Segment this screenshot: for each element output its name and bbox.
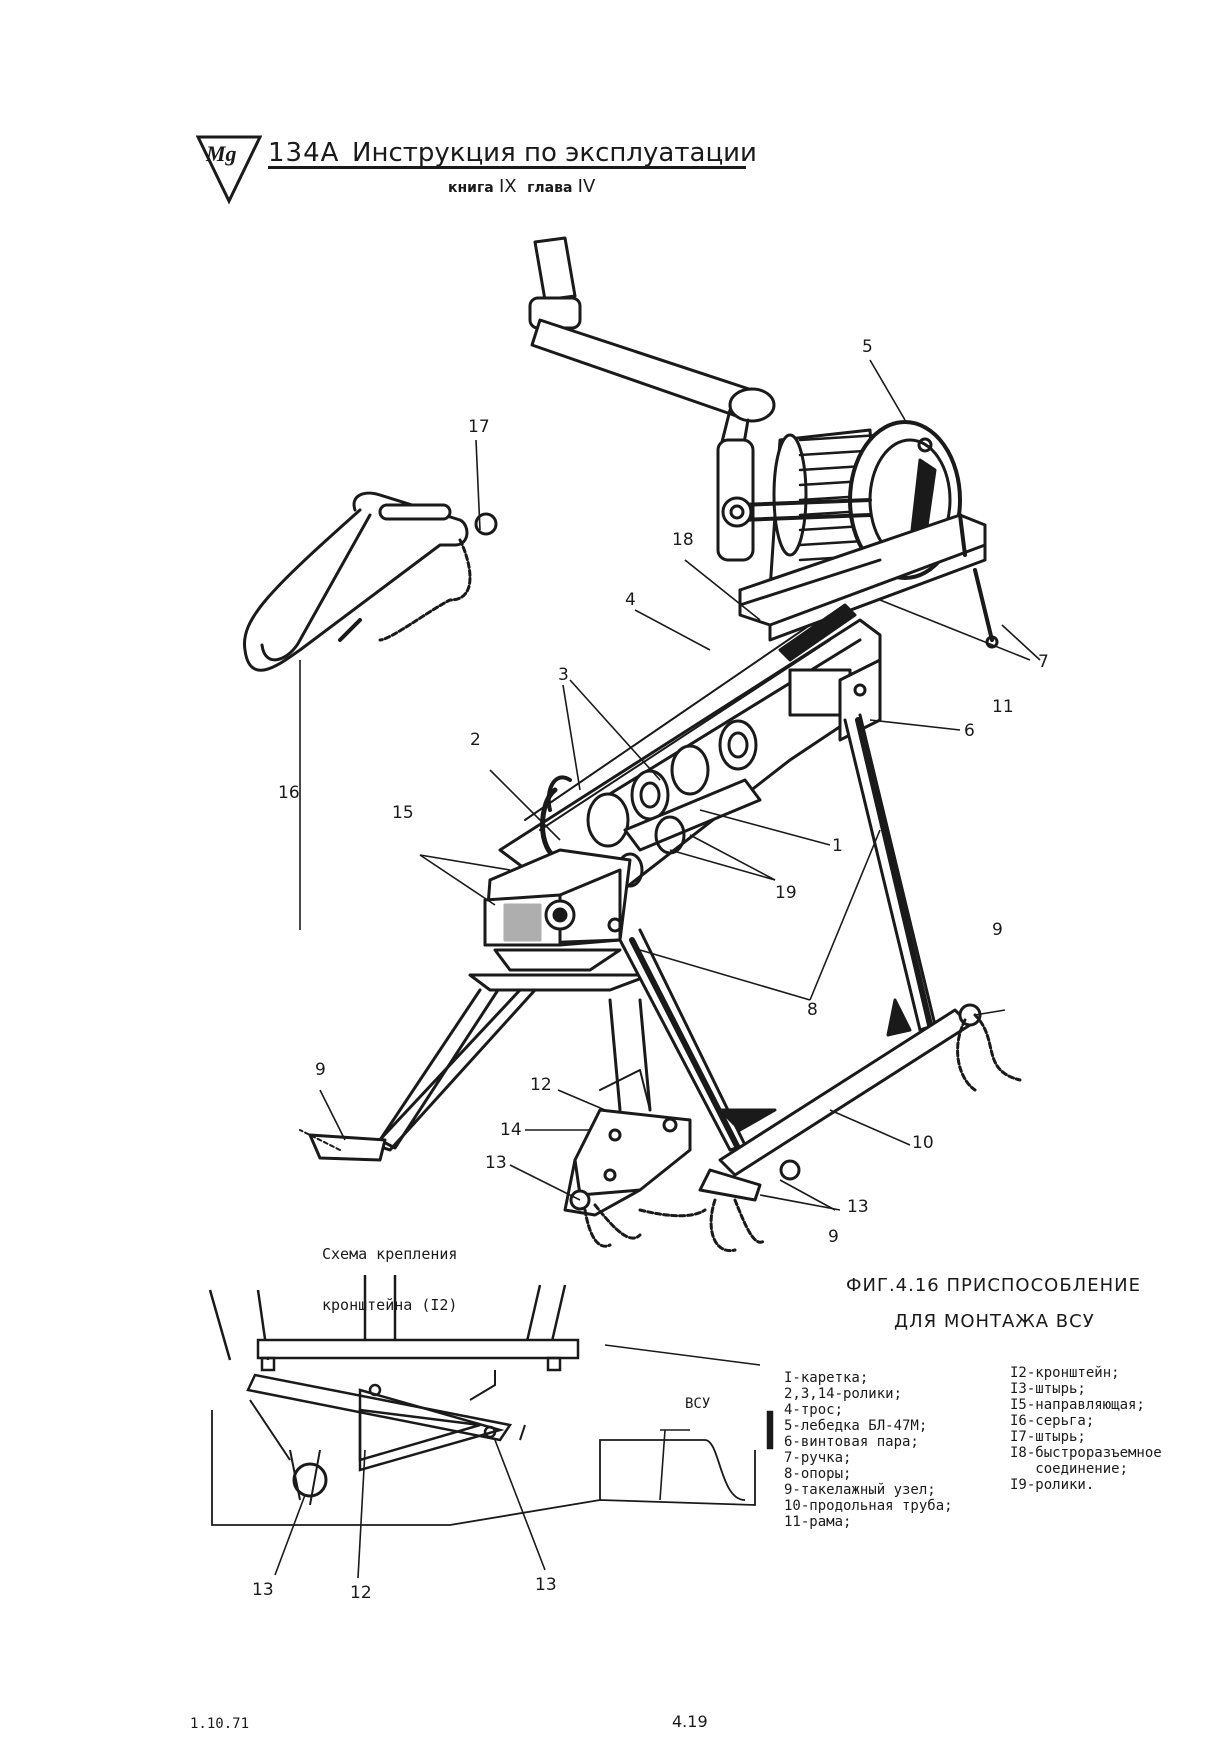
header-rule: [268, 166, 746, 169]
legend-item: I7-штырь;: [1010, 1429, 1086, 1445]
callout-9-bottom: 9: [828, 1227, 839, 1247]
shackle: [242, 491, 498, 672]
schema-callout-12: 12: [350, 1583, 372, 1603]
legend-item: I3-штырь;: [1010, 1381, 1086, 1397]
legend-item: 2,3,14-ролики;: [784, 1386, 903, 1402]
book-number: IX: [498, 176, 517, 197]
manufacturer-logo: Mg: [196, 135, 262, 205]
figure-caption-line-1: ФИГ.4.16 ПРИСПОСОБЛЕНИЕ: [846, 1275, 1141, 1296]
frame: [738, 513, 999, 649]
book-label: книга: [448, 180, 494, 196]
callout-15: 15: [392, 803, 414, 823]
book-chapter-line: книга IX глава IV: [448, 176, 595, 197]
callout-16: 16: [278, 783, 300, 803]
legend-item: I5-направляющая;: [1010, 1397, 1145, 1413]
legend-item: 6-винтовая пара;: [784, 1434, 919, 1450]
revision-date: 1.10.71: [190, 1716, 250, 1732]
schema-caption-line-2: кронштейна (I2): [322, 1296, 458, 1314]
guide-box: [468, 848, 652, 992]
callout-7: 7: [1038, 652, 1049, 672]
schema-caption-line-1: Схема крепления: [322, 1245, 458, 1263]
legend-item: 7-ручка;: [784, 1450, 852, 1466]
callout-9-left: 9: [315, 1060, 326, 1080]
callout-6: 6: [964, 721, 975, 741]
legend-item: 5-лебедка БЛ-47М;: [784, 1418, 928, 1434]
legend-item: I2-кронштейн;: [1010, 1365, 1120, 1381]
legend-item: 11-рама;: [784, 1514, 852, 1530]
page-number: 4.19: [672, 1712, 708, 1731]
legend-item: I6-серьга;: [1010, 1413, 1095, 1429]
callout-18: 18: [672, 530, 694, 550]
callout-17: 17: [468, 417, 490, 437]
callout-5: 5: [862, 337, 873, 357]
callout-11: 11: [992, 697, 1014, 717]
callout-19: 19: [775, 883, 797, 903]
manual-title: Инструкция по эксплуатации: [352, 138, 757, 168]
carriage-rollers: [540, 719, 762, 888]
bracket-mounting-schema: [208, 1275, 774, 1526]
figure-caption: ФИГ.4.16 ПРИСПОСОБЛЕНИЕ ДЛЯ МОНТАЖА ВСУ: [846, 1268, 1141, 1340]
callout-3: 3: [558, 665, 569, 685]
svg-text:Mg: Mg: [205, 141, 237, 166]
callout-8: 8: [807, 1000, 818, 1020]
legend-item: 8-опоры;: [784, 1466, 852, 1482]
parts-legend-column-1: I-каретка; 2,3,14-ролики; 4-трос; 5-лебе…: [784, 1370, 953, 1530]
chapter-label: глава: [527, 180, 573, 196]
legend-item: I8-быстроразъемное: [1010, 1445, 1162, 1461]
legend-item: 10-продольная труба;: [784, 1498, 953, 1514]
schema-callout-13-right: 13: [535, 1575, 557, 1595]
callout-9-right: 9: [992, 920, 1003, 940]
figure-caption-line-2: ДЛЯ МОНТАЖА ВСУ: [894, 1311, 1095, 1332]
schema-callout-13-left: 13: [252, 1580, 274, 1600]
aircraft-model: 134А: [268, 138, 340, 168]
callout-1: 1: [832, 836, 843, 856]
rigging-nodes: [299, 1003, 1022, 1253]
legend-item: I-каретка;: [784, 1370, 869, 1386]
apu-label: ВСУ: [685, 1396, 711, 1412]
legend-item: 4-трос;: [784, 1402, 844, 1418]
callout-13-left: 13: [485, 1153, 507, 1173]
chapter-number: IV: [577, 176, 596, 197]
callout-10: 10: [912, 1133, 934, 1153]
callout-13-right: 13: [847, 1197, 869, 1217]
bracket: [563, 1069, 692, 1217]
legend-item: I9-ролики.: [1010, 1477, 1095, 1493]
callout-12: 12: [530, 1075, 552, 1095]
legend-item: 9-такелажный узел;: [784, 1482, 936, 1498]
callout-2: 2: [470, 730, 481, 750]
winch: [721, 420, 962, 592]
schema-caption: Схема крепления кронштейна (I2): [322, 1212, 457, 1331]
legend-item: соединение;: [1010, 1461, 1129, 1477]
callout-14: 14: [500, 1120, 522, 1140]
callout-4: 4: [625, 590, 636, 610]
parts-legend-column-2: I2-кронштейн; I3-штырь; I5-направляющая;…: [1010, 1365, 1162, 1493]
